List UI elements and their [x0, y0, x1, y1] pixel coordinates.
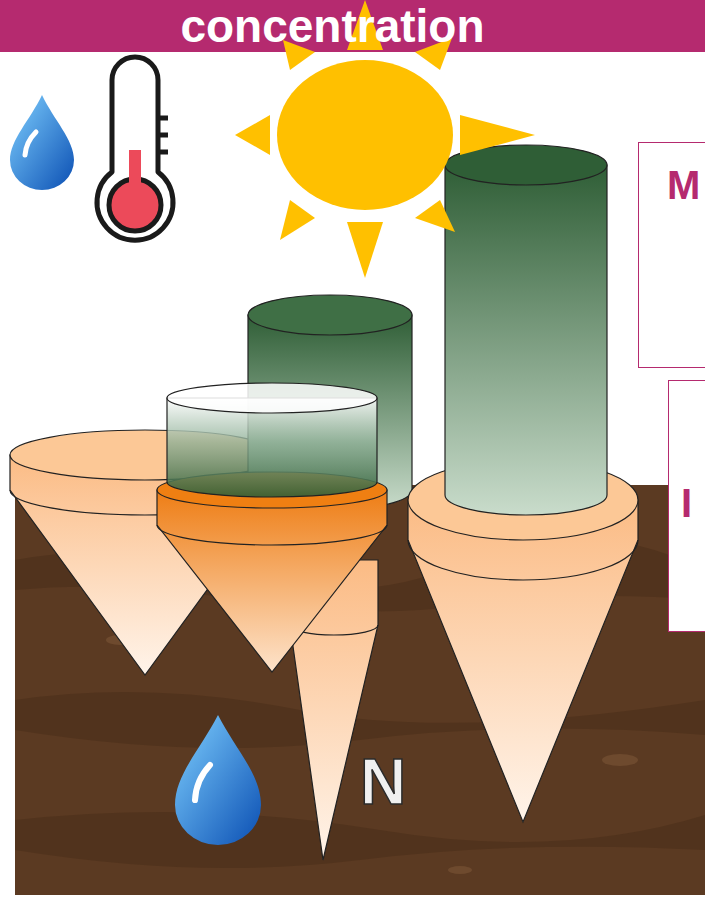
shoot-cylinder [445, 145, 607, 515]
drop-highlight [25, 132, 36, 155]
text-box: I [668, 380, 705, 632]
water-drop [10, 95, 74, 190]
box-heading: I [681, 483, 692, 523]
nutrient-label: N [360, 750, 406, 814]
water-drop [175, 715, 261, 845]
shoot-cylinder [167, 383, 377, 497]
box-heading: M [667, 165, 700, 205]
title: concentration [0, 0, 705, 52]
root-cone [157, 472, 387, 672]
thermometer-icon [97, 57, 173, 240]
drop-highlight [195, 765, 210, 800]
text-box: M [638, 142, 705, 368]
